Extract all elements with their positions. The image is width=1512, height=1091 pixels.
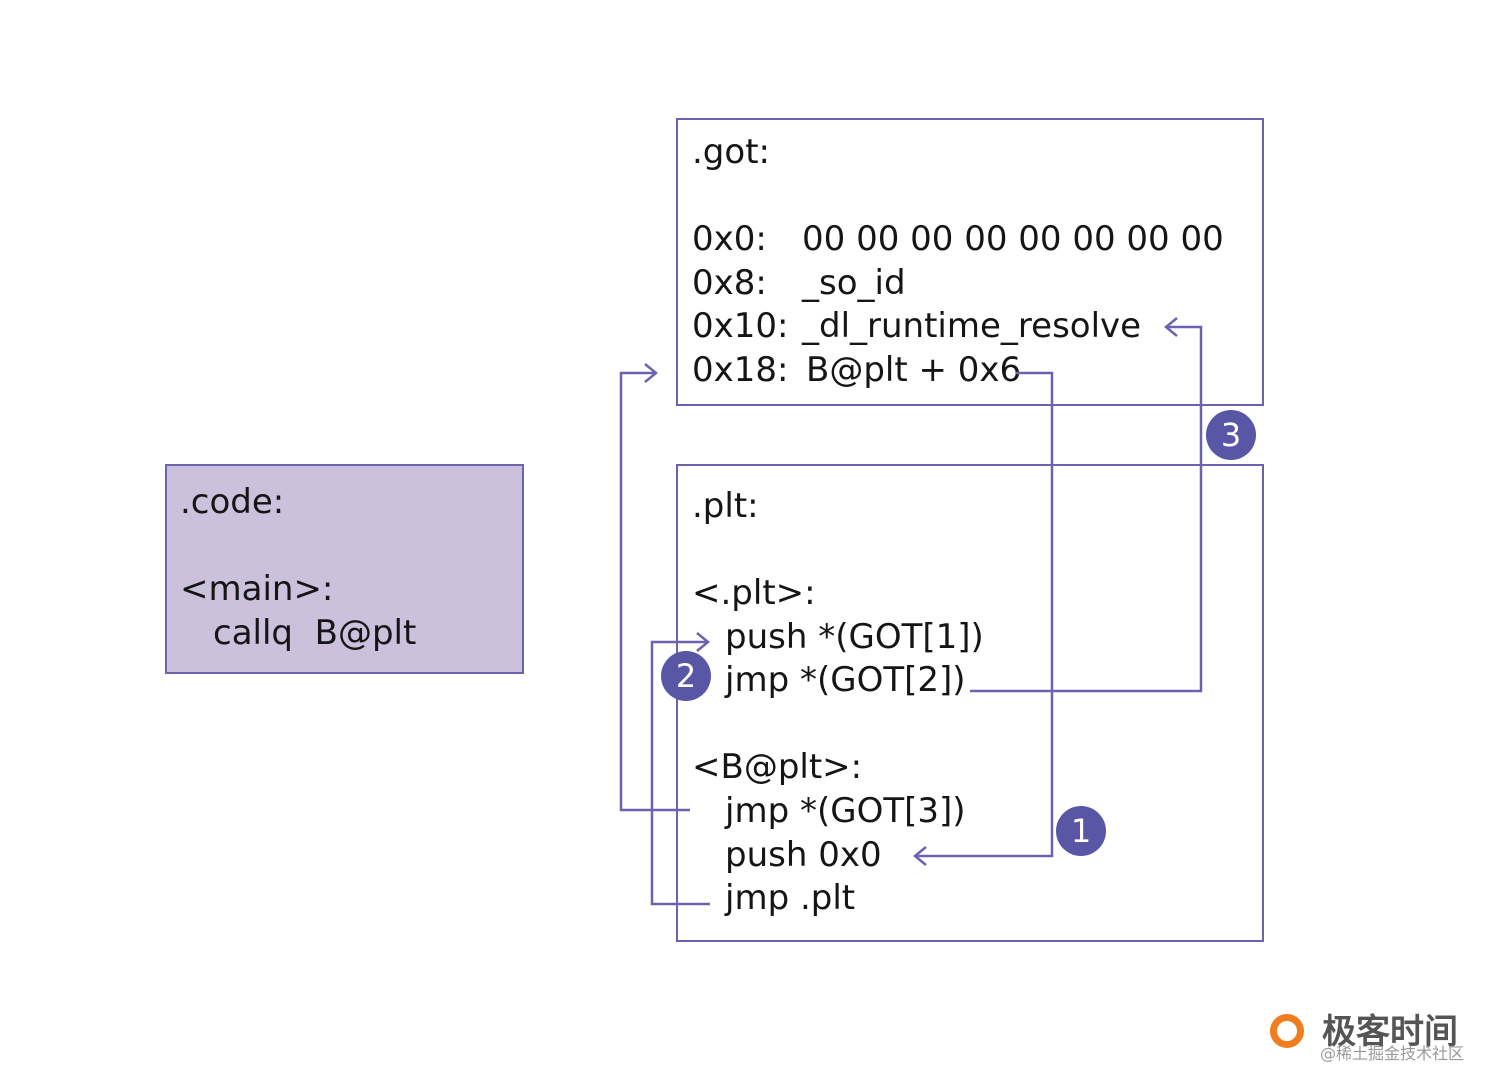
got-row-2-value: _dl_runtime_resolve [802,306,1142,346]
watermark: 极客时间 @稀土掘金技术社区 [1268,1010,1498,1080]
arrow-got3-to-push [915,371,1054,858]
arrow-bplt-to-got3 [619,371,690,812]
arrowhead-resolve [1164,317,1178,337]
arrowhead-push-got1 [696,632,710,652]
bplt-push-0x0: push 0x0 [725,835,882,875]
arrowhead-got3 [644,363,658,383]
plt-jmp-got2: jmp *(GOT[2]) [725,660,966,700]
arrow-jmp-plt-to-push-got1 [650,640,710,906]
got-row-1-value: _so_id [802,263,906,303]
bplt-jmp-plt: jmp .plt [725,878,856,918]
code-section-box: .code: <main>: callq B@plt [165,464,524,674]
main-label: <main>: [180,569,334,609]
got-row-0-addr: 0x0: [692,219,767,259]
step-2-badge: 2 [661,651,711,701]
plt-stub-label: <.plt>: [692,573,816,613]
watermark-title: 极客时间 [1322,1012,1458,1052]
bplt-label: <B@plt>: [692,747,863,787]
geektime-logo-icon [1270,1014,1304,1048]
got-section-title: .got: [692,132,770,172]
arrow-jmp-got2-to-resolve [970,325,1203,693]
plt-section-title: .plt: [692,486,759,526]
got-row-3-addr: 0x18: [692,350,789,390]
watermark-subtitle: @稀土掘金技术社区 [1320,1044,1465,1063]
step-1-badge: 1 [1056,806,1106,856]
plt-section-box: .plt: <.plt>: push *(GOT[1]) jmp *(GOT[2… [676,464,1264,942]
step-3-badge: 3 [1206,410,1256,460]
callq-instruction: callq B@plt [213,613,417,653]
got-row-2-addr: 0x10: [692,306,789,346]
got-row-3-value: B@plt + 0x6 [806,350,1022,390]
code-section-title: .code: [180,482,285,522]
got-row-1-addr: 0x8: [692,263,767,303]
arrowhead-push [913,846,927,866]
bplt-jmp-got3: jmp *(GOT[3]) [725,791,966,831]
plt-push-got1: push *(GOT[1]) [725,617,984,657]
got-section-box: .got: 0x0: 00 00 00 00 00 00 00 00 0x8: … [676,118,1264,406]
got-row-0-value: 00 00 00 00 00 00 00 00 [802,219,1224,259]
